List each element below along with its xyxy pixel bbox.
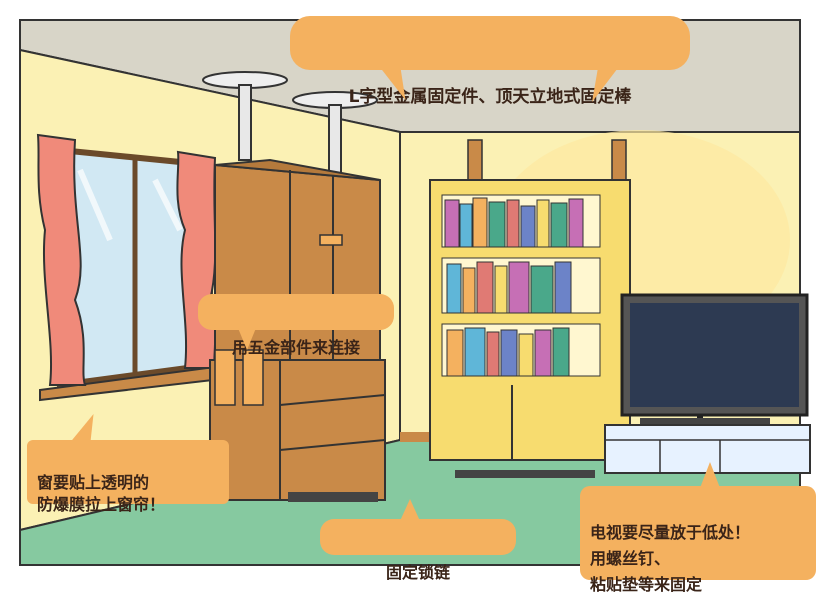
callout-tail (400, 499, 420, 521)
callout-tail (238, 328, 256, 350)
caption-top-fixtures-text: L字型金属固定件、顶天立地式固定棒 (348, 87, 632, 107)
caption-top-fixtures: L字型金属固定件、顶天立地式固定棒 (290, 16, 690, 107)
caption-chain: 固定锁链 (320, 499, 516, 582)
caption-window-film-text: 窗要贴上透明的 防爆膜拉上窗帘！ (37, 473, 166, 514)
caption-tv-low-text: 电视要尽量放于低处！ 用螺丝钉、 粘贴垫等来固定 (590, 523, 751, 594)
caption-window-film: 窗要贴上透明的 防爆膜拉上窗帘！ (27, 414, 229, 514)
caption-tv-low: 电视要尽量放于低处！ 用螺丝钉、 粘贴垫等来固定 (580, 462, 816, 594)
caption-chain-text: 固定锁链 (385, 563, 450, 582)
caption-hardware-connect: 用五金部件来连接 (198, 294, 394, 357)
callout-tail (700, 462, 720, 488)
room-illustration (19, 19, 811, 566)
tv (604, 293, 811, 474)
caption-hardware-connect-text: 用五金部件来连接 (231, 338, 360, 357)
ceiling-poles (202, 71, 378, 176)
bookcase (429, 139, 631, 478)
